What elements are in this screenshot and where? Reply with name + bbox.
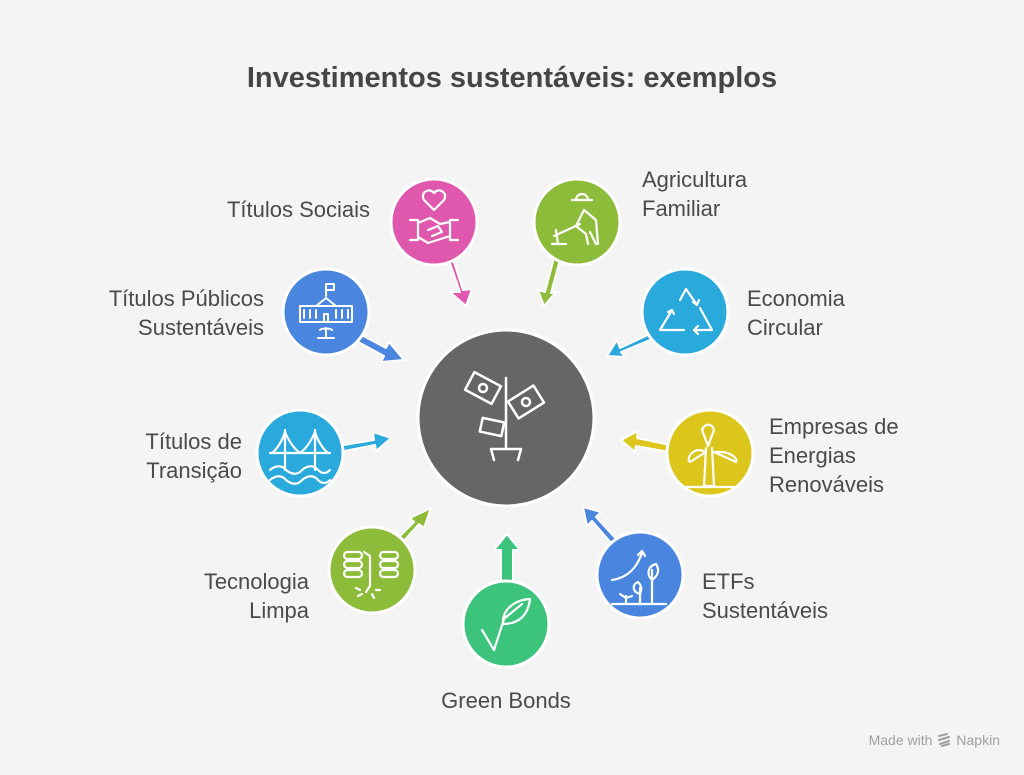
money-plant-icon xyxy=(463,370,546,462)
center-node xyxy=(416,328,596,508)
clean-tech-icon xyxy=(342,550,400,600)
label-line: Tecnologia xyxy=(203,569,309,594)
label-line: Transição xyxy=(146,458,242,483)
label-line: Circular xyxy=(747,315,823,340)
label-line: ETFs xyxy=(702,569,755,594)
diagram-title: Investimentos sustentáveis: exemplos xyxy=(246,62,778,94)
label-line: Agricultura xyxy=(642,167,748,192)
label-line: Familiar xyxy=(642,196,721,221)
label-line: Empresas de xyxy=(769,414,899,439)
label-line: Sustentáveis xyxy=(138,315,264,340)
label-line: Limpa xyxy=(249,598,309,623)
napkin-logo-icon xyxy=(938,733,951,747)
node-etfs-sustentaveis xyxy=(582,506,685,620)
label-line: Green Bonds xyxy=(441,688,571,713)
leaf-check-icon xyxy=(480,597,532,652)
node-titulos-publicos xyxy=(281,267,405,363)
government-building-icon xyxy=(299,283,353,339)
napkin-brand-text: Napkin xyxy=(956,732,1000,748)
node-green-bonds xyxy=(461,533,551,669)
label-green-bonds: Green Bonds xyxy=(406,686,606,715)
heart-handshake-icon xyxy=(408,189,460,245)
label-line: Sustentáveis xyxy=(702,598,828,623)
label-line: Energias xyxy=(769,443,856,468)
label-titulos-sociais: Títulos Sociais xyxy=(150,195,370,224)
bridge-icon xyxy=(268,428,332,485)
label-agricultura-familiar: Agricultura Familiar xyxy=(642,165,747,223)
node-agricultura-familiar xyxy=(532,177,622,307)
label-line: Títulos de xyxy=(145,429,242,454)
label-line: Economia xyxy=(747,286,845,311)
farmer-icon xyxy=(550,192,600,246)
recycle-icon xyxy=(658,287,714,336)
label-line: Renováveis xyxy=(769,472,884,497)
node-titulos-transicao xyxy=(255,408,392,498)
label-titulos-publicos: Títulos Públicos Sustentáveis xyxy=(44,284,264,342)
label-etfs-sustentaveis: ETFs Sustentáveis xyxy=(702,567,828,625)
node-economia-circular xyxy=(606,267,730,358)
napkin-attribution[interactable]: Made with Napkin xyxy=(869,732,1000,748)
label-titulos-transicao: Títulos de Transição xyxy=(42,427,242,485)
label-economia-circular: Economia Circular xyxy=(747,284,845,342)
node-titulos-sociais xyxy=(389,177,479,307)
growth-plants-icon xyxy=(610,549,668,606)
label-energias-renovaveis: Empresas de Energias Renováveis xyxy=(769,412,899,499)
node-tecnologia-limpa xyxy=(327,507,432,615)
node-energias-renovaveis xyxy=(620,408,755,498)
made-with-text: Made with xyxy=(868,732,933,748)
wind-turbine-icon xyxy=(682,423,740,489)
label-tecnologia-limpa: Tecnologia Limpa xyxy=(109,567,309,625)
label-line: Títulos Sociais xyxy=(226,197,370,222)
label-line: Títulos Públicos xyxy=(108,286,264,311)
